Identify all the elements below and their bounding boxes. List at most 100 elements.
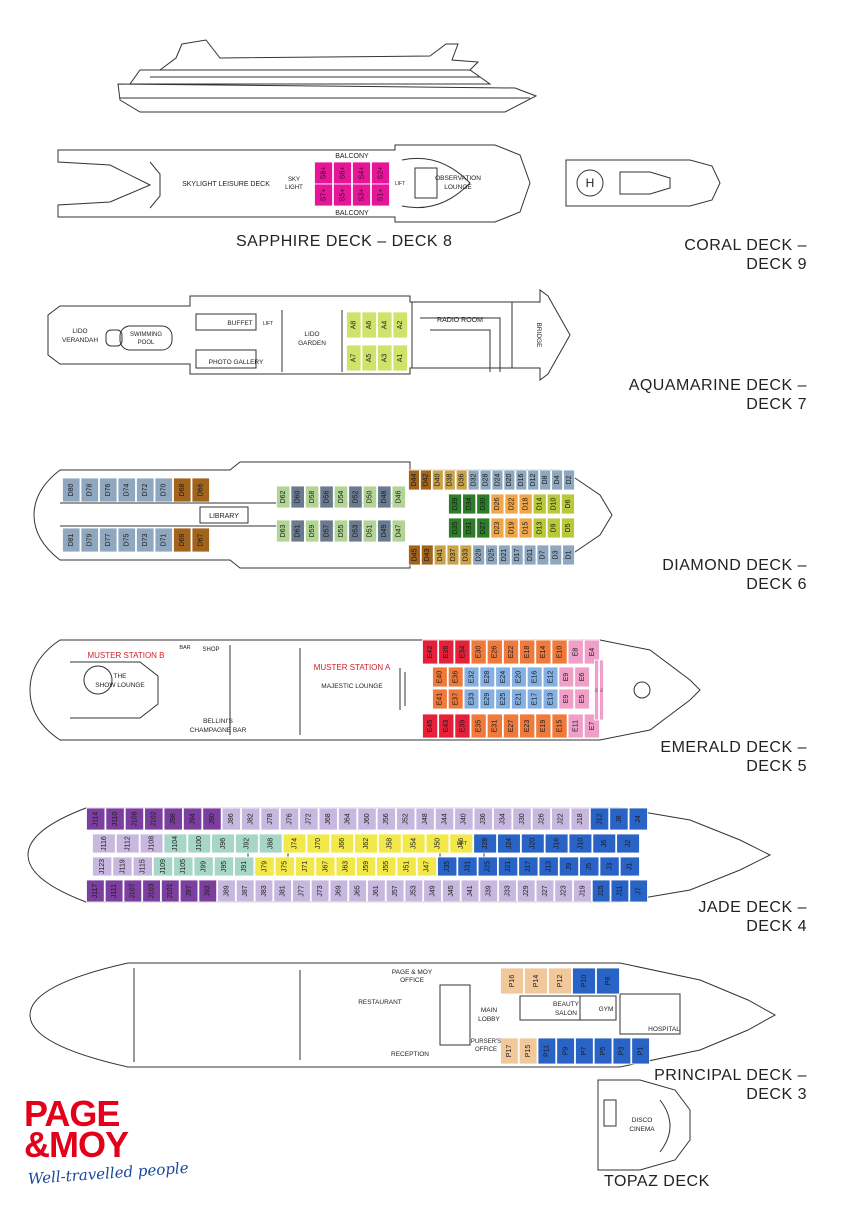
cabin-block	[549, 544, 563, 566]
cabin-block	[115, 833, 140, 854]
cabin-block	[378, 833, 402, 854]
cabin: J77	[292, 879, 311, 903]
show-lounge-label: SHOW LOUNGE	[95, 682, 145, 689]
cabin-number: J24	[506, 838, 513, 849]
cabin: D42	[420, 469, 432, 491]
cabin: E15	[551, 713, 568, 739]
bellinis-champagne-bar-label: CHAMPAGNE BAR	[190, 727, 247, 734]
cabin-number: E31	[492, 720, 499, 733]
lido-garden-label: LIDO	[304, 331, 319, 338]
cabin-block	[594, 659, 599, 721]
cabin-number: J13	[546, 861, 553, 872]
cabin-number: J74	[291, 838, 298, 849]
cabin-number: J114	[93, 812, 100, 827]
cabin-number: J8	[616, 815, 623, 823]
cabin-block	[537, 1037, 557, 1065]
cabin: D27	[476, 517, 491, 539]
cabin-number: E33	[468, 693, 475, 706]
cabin: J52	[396, 807, 416, 831]
cabin-block	[631, 1037, 650, 1065]
cabin-block	[504, 493, 519, 515]
cabin-number: E8	[573, 648, 580, 657]
cabin: D26	[490, 493, 505, 515]
cabin-number: D14	[537, 497, 544, 510]
cabin-number: D35	[452, 521, 459, 534]
cabin-number: E45	[427, 720, 434, 733]
cabin-number: J47	[424, 861, 431, 872]
cabin-number: D5	[565, 523, 572, 532]
cabin-number: E34	[459, 646, 466, 659]
cabin-number: S3+	[358, 189, 365, 202]
cabin: J58	[378, 833, 402, 854]
cabin-number: D18	[522, 497, 529, 510]
cabin-number: E20	[516, 671, 523, 684]
cabin-number: J81	[280, 885, 287, 896]
cabin-number: J26	[538, 813, 545, 824]
cabin-block	[497, 833, 521, 854]
cabin: J33	[498, 879, 517, 903]
cabin-number: A1	[397, 354, 404, 363]
cabin: J119	[112, 856, 133, 877]
cabin: E36	[447, 666, 464, 688]
cabin: D10	[546, 493, 561, 515]
muster-station-b-label: MUSTER STATION B	[87, 651, 164, 660]
cabin: J25	[477, 856, 498, 877]
cabin-number: D40	[435, 473, 442, 486]
cabin: E45	[422, 713, 439, 739]
cabin-block	[500, 1037, 519, 1065]
cabin: D62	[276, 485, 291, 509]
cabin-number: S7+	[320, 189, 327, 202]
cabin-number: J108	[148, 836, 155, 851]
cabin: J55	[376, 856, 397, 877]
cabin-number: J19	[579, 885, 586, 896]
cabin-number: J98	[170, 813, 177, 824]
cabin-number: E41	[437, 693, 444, 706]
cabin: D39	[448, 493, 463, 515]
cabin-number: J91	[241, 861, 248, 872]
cabin-number: S5+	[339, 189, 346, 202]
cabin: E38	[438, 639, 455, 665]
cabin-block	[526, 666, 543, 688]
cabin-number: J69	[336, 885, 343, 896]
cabin-block	[519, 713, 536, 739]
cabin-number: S4+	[358, 167, 365, 180]
cabin-number: S2+	[377, 167, 384, 180]
cabin-block	[463, 666, 480, 688]
cabin-block	[290, 485, 305, 509]
cabin-block	[191, 477, 210, 503]
cabin: J59	[355, 856, 377, 877]
cabin: J40	[454, 807, 474, 831]
cabin-block	[560, 493, 575, 515]
cabin-block	[408, 469, 420, 491]
cabin-block	[62, 477, 81, 503]
cabin: J71	[295, 856, 316, 877]
cabin: E1	[599, 659, 604, 721]
cabin: E16	[526, 666, 543, 688]
cabin-number: D28	[482, 473, 489, 486]
cabin: E9	[558, 666, 575, 688]
cabin-number: D46	[396, 490, 403, 503]
observation-lounge-label: LOUNGE	[444, 184, 472, 191]
skylight-leisure-deck-label: SKYLIGHT LEISURE DECK	[182, 181, 270, 188]
cabin-block	[292, 879, 311, 903]
cabin-block	[362, 519, 378, 543]
cabin-block	[432, 666, 448, 688]
cabin-block	[404, 879, 424, 903]
jade-deck-outline	[27, 807, 772, 903]
cabin: J111	[104, 879, 124, 903]
cabin-block	[449, 833, 474, 854]
cabin-number: J5	[586, 863, 593, 871]
cabin: J4	[628, 807, 648, 831]
cabin-block	[532, 493, 547, 515]
cabin-number: S6+	[339, 167, 346, 180]
cabin-block	[235, 879, 255, 903]
cabin-block	[314, 183, 333, 207]
topaz-deck-outline	[597, 1079, 691, 1171]
photo-gallery-label: PHOTO GALLERY	[209, 359, 264, 366]
cabin: J103	[142, 879, 161, 903]
cabin-block	[354, 833, 378, 854]
cabin: J46	[449, 833, 474, 854]
cabin-number: J109	[160, 859, 167, 874]
cabin-block	[520, 833, 545, 854]
